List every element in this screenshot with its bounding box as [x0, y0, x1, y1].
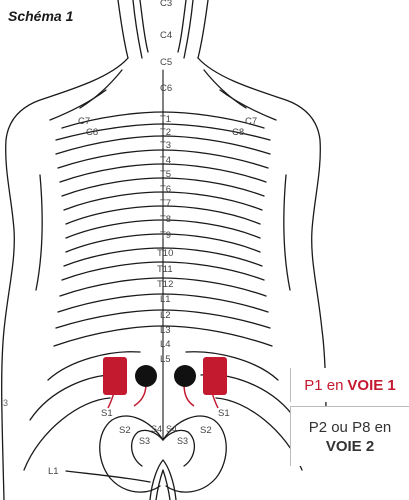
label-s1-left: S1: [101, 408, 113, 419]
edge-mark: 3: [3, 398, 8, 408]
label-t9: T9: [160, 230, 171, 241]
label-t10: T10: [157, 248, 173, 259]
label-s4-right: S4: [166, 424, 177, 434]
label-t6: T6: [160, 184, 171, 195]
segment-labels: C3 C4 C5 C6 C7 C8 C7 C8 T1 T2 T3 T4 T5 T…: [48, 0, 257, 477]
legend-channel-2-prefix: P2 ou P8 en: [291, 418, 409, 437]
label-l2: L2: [160, 310, 171, 321]
legend-channel-1-prefix: P1 en: [304, 377, 343, 394]
neck-right-outline: [198, 0, 208, 58]
legend-channel-1-keyword: VOIE 1: [347, 377, 395, 394]
label-t1: T1: [160, 114, 171, 125]
label-s3-left: S3: [139, 436, 150, 446]
label-l1-bottom: L1: [48, 466, 59, 477]
label-c8-right: C8: [232, 127, 244, 138]
black-electrode-right: [174, 365, 196, 387]
label-c7-left: C7: [78, 116, 90, 127]
right-arm-inner-line: [284, 175, 290, 290]
label-c7-right: C7: [245, 116, 257, 127]
label-l4: L4: [160, 339, 171, 350]
label-c5: C5: [160, 57, 172, 68]
legend-channel-2: P2 ou P8 en VOIE 2: [290, 406, 409, 466]
label-c6: C6: [160, 83, 172, 94]
label-s2-left: S2: [119, 425, 131, 436]
label-s1-right: S1: [218, 408, 230, 419]
label-s4-left: S4: [151, 424, 162, 434]
label-c8-left: C8: [86, 127, 98, 138]
label-t11: T11: [157, 264, 173, 275]
label-t3: T3: [160, 140, 171, 151]
neck-left-outline: [118, 0, 128, 58]
label-l3: L3: [160, 325, 171, 336]
label-s2-right: S2: [200, 425, 212, 436]
legend-channel-2-keyword: VOIE 2: [291, 437, 409, 456]
black-electrode-left: [135, 365, 157, 387]
left-arm-inner-line: [36, 175, 42, 290]
label-c3: C3: [160, 0, 172, 9]
red-electrode-left: [103, 357, 127, 395]
label-l1: L1: [160, 294, 171, 305]
label-t8: T8: [160, 214, 171, 225]
label-c4: C4: [160, 30, 172, 41]
label-t12: T12: [157, 279, 173, 290]
label-l5: L5: [160, 354, 171, 365]
label-t4: T4: [160, 155, 171, 166]
legend-channel-1: P1 en VOIE 1: [290, 368, 409, 402]
red-electrode-right: [203, 357, 227, 395]
label-s3-right: S3: [177, 436, 188, 446]
label-t2: T2: [160, 127, 171, 138]
label-t5: T5: [160, 169, 171, 180]
label-t7: T7: [160, 198, 171, 209]
